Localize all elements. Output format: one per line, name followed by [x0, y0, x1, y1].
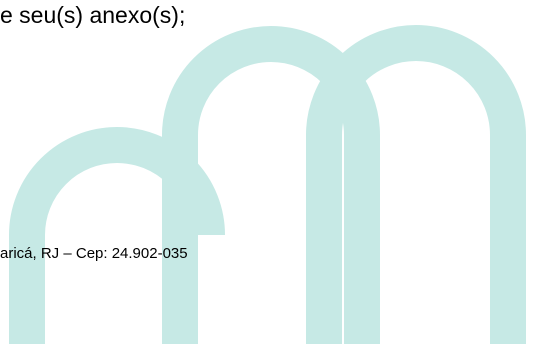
address-text-line: aricá, RJ – Cep: 24.902-035 [0, 245, 188, 262]
watermark-arch-center [162, 26, 380, 344]
annex-text-line: e seu(s) anexo(s); [0, 2, 186, 28]
watermark-arch-right [306, 25, 526, 344]
